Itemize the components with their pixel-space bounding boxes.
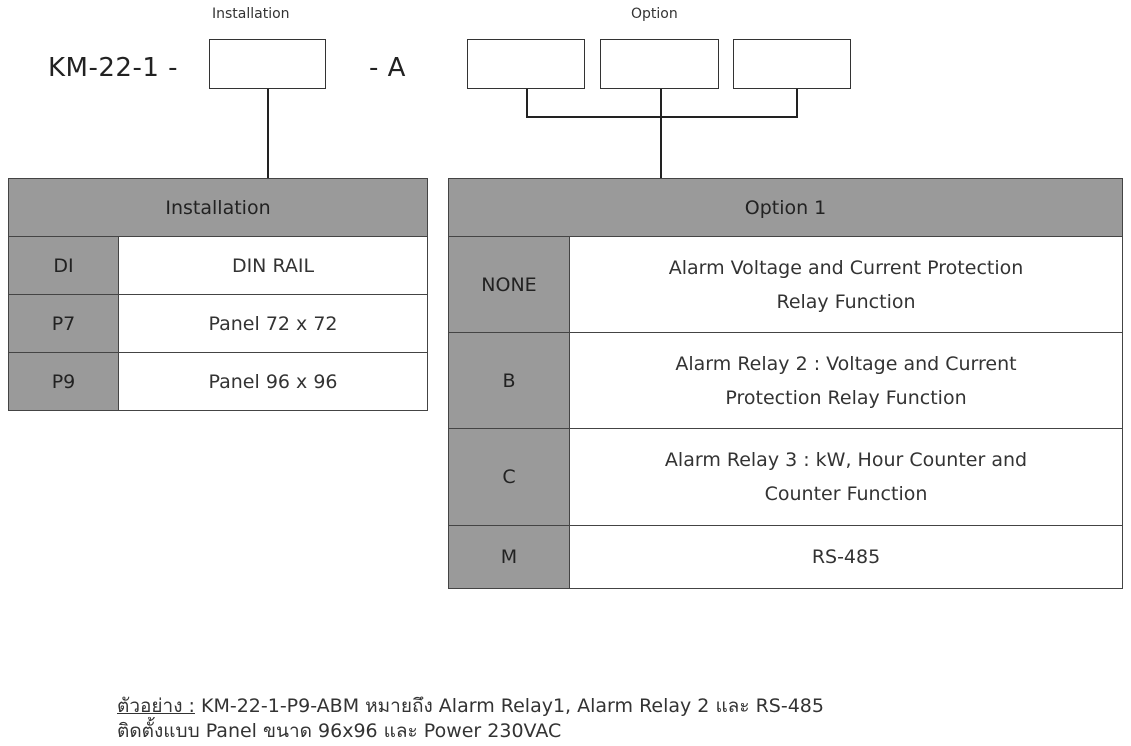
installation-code: P9: [8, 352, 119, 411]
example-prefix: ตัวอย่าง :: [117, 695, 195, 717]
installation-table: Installation DI DIN RAIL P7 Panel 72 x 7…: [7, 178, 429, 411]
example-line-2: ติดตั้งแบบ Panel ขนาด 96x96 และ Power 23…: [117, 720, 562, 742]
option-slot-1: [467, 39, 585, 89]
table-row: NONE Alarm Voltage and Current Protectio…: [448, 236, 1124, 333]
model-middle: - A: [369, 53, 406, 83]
table-row: M RS-485: [448, 525, 1124, 589]
option-desc-line: Alarm Voltage and Current Protection: [668, 256, 1024, 279]
table-row: B Alarm Relay 2 : Voltage and Current Pr…: [448, 332, 1124, 429]
installation-caption: Installation: [212, 6, 290, 22]
table-row: P7 Panel 72 x 72: [8, 294, 429, 353]
option-desc: Alarm Voltage and Current Protection Rel…: [568, 236, 1124, 333]
option-desc-line: Relay Function: [776, 290, 916, 313]
example-text-1: KM-22-1-P9-ABM หมายถึง Alarm Relay1, Ala…: [201, 695, 824, 717]
option-desc-line: Alarm Relay 3 : kW, Hour Counter and: [664, 449, 1028, 471]
installation-table-title: Installation: [7, 178, 429, 237]
installation-slot: [209, 39, 326, 89]
option-slot-2: [600, 39, 719, 89]
option-desc-line: Counter Function: [764, 483, 928, 505]
installation-desc: Panel 96 x 96: [117, 352, 429, 411]
option-desc-line: RS-485: [811, 546, 881, 568]
installation-connector: [267, 89, 269, 178]
option-desc-line: Alarm Relay 2 : Voltage and Current: [675, 352, 1017, 375]
table-row: P9 Panel 96 x 96: [8, 352, 429, 411]
option-connector-center: [660, 89, 662, 178]
option-code: NONE: [448, 236, 570, 333]
installation-code: DI: [8, 236, 119, 295]
installation-desc: Panel 72 x 72: [117, 294, 429, 353]
option-table: Option 1 NONE Alarm Voltage and Current …: [447, 178, 1124, 589]
option-connector-right: [796, 89, 798, 117]
option-desc-line: Protection Relay Function: [725, 386, 967, 409]
option-table-title: Option 1: [447, 178, 1124, 237]
option-desc: Alarm Relay 3 : kW, Hour Counter and Cou…: [568, 428, 1124, 526]
option-desc: RS-485: [568, 525, 1124, 589]
option-code: C: [448, 428, 570, 526]
table-row: DI DIN RAIL: [8, 236, 429, 295]
example-line-1: ตัวอย่าง : KM-22-1-P9-ABM หมายถึง Alarm …: [117, 691, 1117, 721]
option-caption: Option: [631, 6, 678, 22]
option-code: B: [448, 332, 570, 429]
model-prefix: KM-22-1 -: [48, 53, 179, 83]
table-row: C Alarm Relay 3 : kW, Hour Counter and C…: [448, 428, 1124, 526]
option-connector-left: [526, 89, 528, 117]
option-connector-bar: [526, 116, 798, 118]
option-code: M: [448, 525, 570, 589]
installation-code: P7: [8, 294, 119, 353]
option-desc: Alarm Relay 2 : Voltage and Current Prot…: [568, 332, 1124, 429]
option-slot-3: [733, 39, 851, 89]
installation-desc: DIN RAIL: [117, 236, 429, 295]
